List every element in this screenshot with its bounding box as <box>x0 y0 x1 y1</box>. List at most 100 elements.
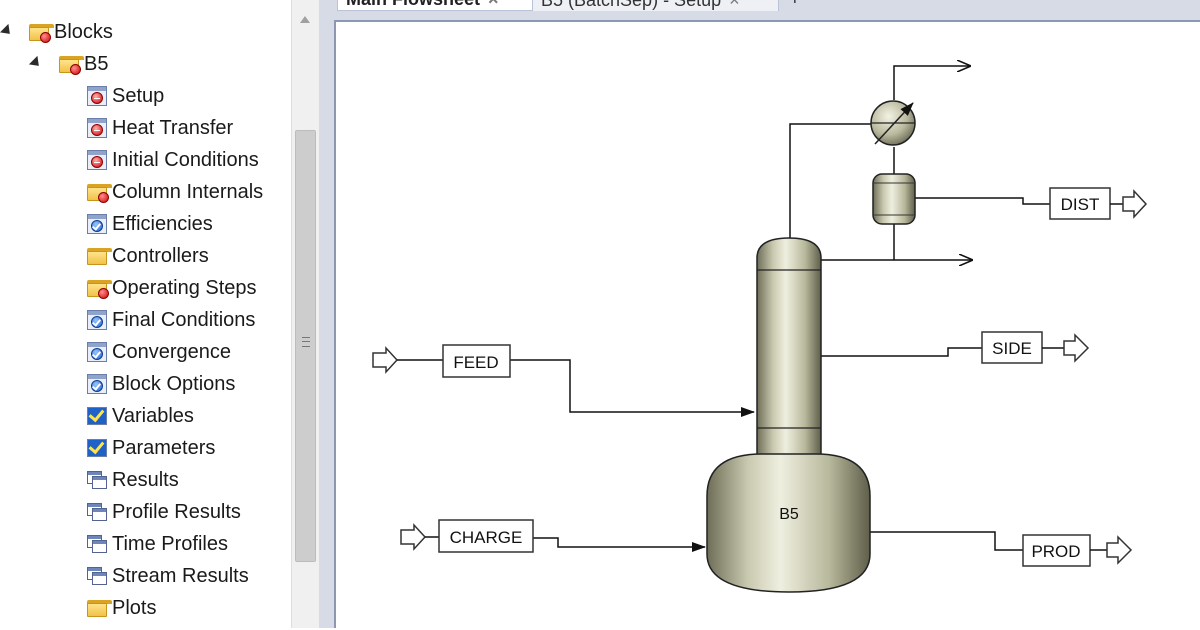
tree-item-label: Parameters <box>112 436 216 459</box>
tree-item-label: Variables <box>112 404 194 427</box>
results-icon <box>86 469 108 491</box>
tree-item-operating-steps[interactable]: Operating Steps <box>86 274 257 302</box>
form-red-icon <box>86 117 108 139</box>
tree-item-parameters[interactable]: Parameters <box>86 434 215 462</box>
tree-item-results[interactable]: Results <box>86 466 179 494</box>
folder-icon <box>86 245 112 267</box>
charge-stream-line <box>533 537 706 552</box>
flowsheet-diagram: B5 FEED CHARGE DIST <box>372 22 1148 593</box>
prod-label: PROD <box>1031 542 1080 561</box>
scroll-up-arrow-icon[interactable] <box>300 16 310 23</box>
tree-item-b5[interactable]: B5 <box>58 50 108 78</box>
tree-scrollbar[interactable] <box>291 0 319 628</box>
folder-red-icon <box>28 21 54 43</box>
feed-stream[interactable]: FEED <box>372 344 511 378</box>
tab-bar: Main Flowsheet × B5 (BatchSep) - Setup ×… <box>319 0 1200 12</box>
close-icon[interactable]: × <box>488 0 499 10</box>
side-stream-line <box>821 347 982 357</box>
folder-red-icon <box>58 53 84 75</box>
scrollbar-thumb[interactable] <box>295 130 316 562</box>
tree-item-efficiencies[interactable]: Efficiencies <box>86 210 213 238</box>
form-red-icon <box>86 85 108 107</box>
tab-main-flowsheet[interactable]: Main Flowsheet × <box>337 0 533 11</box>
navigation-tree: Blocks B5 Setup Heat Transfer Initial Co… <box>0 0 291 628</box>
tree-item-label: Setup <box>112 84 165 107</box>
dist-stream-line <box>915 197 1050 205</box>
tree-item-plots[interactable]: Plots <box>86 594 156 622</box>
results-icon <box>86 501 108 523</box>
stream-arrow-icon <box>372 346 399 374</box>
results-icon <box>86 565 108 587</box>
dist-stream[interactable]: DIST <box>1049 187 1148 220</box>
tab-label: B5 (BatchSep) - Setup <box>541 0 721 11</box>
block-label: B5 <box>779 506 799 523</box>
condenser-icon[interactable] <box>870 100 916 146</box>
tree-item-label: Blocks <box>54 20 113 43</box>
tree-item-label: Heat Transfer <box>112 116 234 139</box>
reflux-drum-icon[interactable] <box>872 173 916 225</box>
stream-arrow-icon <box>1063 333 1090 363</box>
form-check-icon <box>86 341 108 363</box>
tree-item-label: Efficiencies <box>112 212 213 235</box>
tree-item-label: Controllers <box>112 244 209 267</box>
side-label: SIDE <box>992 339 1032 358</box>
dist-label: DIST <box>1061 195 1100 214</box>
stream-arrow-icon <box>1122 189 1148 219</box>
tree-item-convergence[interactable]: Convergence <box>86 338 231 366</box>
grip-icon <box>302 337 310 347</box>
vent-stream-line <box>893 66 970 100</box>
tree-item-column-internals[interactable]: Column Internals <box>86 178 263 206</box>
charge-label: CHARGE <box>450 528 523 547</box>
side-stream[interactable]: SIDE <box>981 331 1090 364</box>
tree-item-controllers[interactable]: Controllers <box>86 242 209 270</box>
tree-item-label: Stream Results <box>112 564 249 587</box>
feed-label: FEED <box>453 353 498 372</box>
main-area: Main Flowsheet × B5 (BatchSep) - Setup ×… <box>319 0 1200 628</box>
tree-item-variables[interactable]: Variables <box>86 402 194 430</box>
tree-item-label: Results <box>112 468 179 491</box>
tree-item-time-profiles[interactable]: Time Profiles <box>86 530 228 558</box>
tree-item-label: Column Internals <box>112 180 264 203</box>
tree-item-stream-results[interactable]: Stream Results <box>86 562 249 590</box>
tree-item-label: Time Profiles <box>112 532 228 555</box>
feed-stream-line <box>510 359 755 417</box>
tree-item-label: Convergence <box>112 340 231 363</box>
tree-item-setup[interactable]: Setup <box>86 82 164 110</box>
tree-item-label: Block Options <box>112 372 236 395</box>
tree-item-final-conditions[interactable]: Final Conditions <box>86 306 255 334</box>
results-icon <box>86 533 108 555</box>
form-red-icon <box>86 149 108 171</box>
checkbox-icon <box>86 405 108 427</box>
tree-item-profile-results[interactable]: Profile Results <box>86 498 241 526</box>
stream-arrow-icon <box>1106 535 1133 565</box>
tab-b5-setup[interactable]: B5 (BatchSep) - Setup × <box>533 0 779 11</box>
tree-item-label: Operating Steps <box>112 276 257 299</box>
flowsheet-canvas[interactable]: B5 FEED CHARGE DIST <box>334 20 1200 628</box>
collapse-b5-icon[interactable] <box>28 55 44 71</box>
collapse-blocks-icon[interactable] <box>0 23 15 39</box>
folder-red-icon <box>86 277 112 299</box>
charge-stream[interactable]: CHARGE <box>400 519 534 553</box>
tree-item-heat-transfer[interactable]: Heat Transfer <box>86 114 233 142</box>
tree-item-label: B5 <box>84 52 109 75</box>
tree-item-label: Initial Conditions <box>112 148 259 171</box>
tree-item-blocks[interactable]: Blocks <box>28 18 113 46</box>
tree-item-label: Profile Results <box>112 500 241 523</box>
tree-item-label: Plots <box>112 596 157 619</box>
overhead-vapor-line <box>789 123 871 238</box>
tree-item-label: Final Conditions <box>112 308 256 331</box>
form-check-icon <box>86 373 108 395</box>
form-check-icon <box>86 213 108 235</box>
checkbox-icon <box>86 437 108 459</box>
folder-red-icon <box>86 181 112 203</box>
form-check-icon <box>86 309 108 331</box>
close-icon[interactable]: × <box>729 0 740 11</box>
prod-stream[interactable]: PROD <box>1022 534 1133 567</box>
batch-column-block[interactable] <box>706 237 871 593</box>
prod-stream-line <box>870 531 1023 551</box>
tree-item-initial-conditions[interactable]: Initial Conditions <box>86 146 259 174</box>
tree-item-block-options[interactable]: Block Options <box>86 370 235 398</box>
folder-icon <box>86 597 112 619</box>
stream-arrow-icon <box>400 523 427 551</box>
add-tab-icon[interactable]: + <box>789 0 801 11</box>
